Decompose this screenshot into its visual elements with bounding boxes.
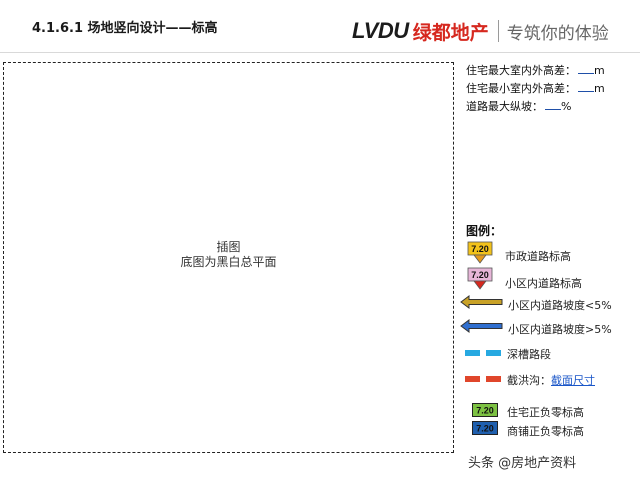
placeholder-line-1: 插图 — [216, 240, 241, 254]
spec-unit: m — [594, 64, 605, 77]
spec-blank-field — [578, 73, 594, 74]
spec-unit: % — [561, 100, 572, 113]
legend-label-deep-trench: 深槽路段 — [507, 348, 551, 361]
cyan-dash-line-icon — [465, 350, 501, 356]
brand-logo: LVDU 绿都地产 专筑你的体验 — [352, 18, 609, 44]
spec-max-height-diff: 住宅最大室内外高差： m — [466, 62, 605, 78]
spec-label: 住宅最大室内外高差： — [466, 64, 576, 77]
legend-label-residential-zero: 住宅正负零标高 — [507, 406, 584, 419]
illustration-placeholder-text: 插图 底图为黑白总平面 — [3, 240, 454, 270]
blue-zero-badge-icon: 7.20 — [472, 421, 498, 435]
red-dash-line-icon — [465, 376, 501, 382]
legend-label-slope-over-5: 小区内道路坡度>5% — [508, 323, 612, 336]
legend-label-internal-road: 小区内道路标高 — [505, 277, 582, 290]
legend-label-municipal-road: 市政道路标高 — [505, 250, 571, 263]
legend-title: 图例： — [466, 224, 503, 238]
logo-divider — [497, 20, 499, 42]
header-divider — [0, 52, 640, 53]
watermark: 头条 @房地产资料 — [468, 456, 577, 471]
spec-max-road-slope: 道路最大纵坡：% — [466, 98, 571, 114]
placeholder-line-2: 底图为黑白总平面 — [180, 255, 277, 269]
illustration-placeholder-frame — [3, 62, 454, 453]
spec-blank-field — [578, 91, 594, 92]
spec-label: 住宅最小室内外高差： — [466, 82, 576, 95]
page-title: 4.1.6.1 场地竖向设计——标高 — [32, 21, 218, 36]
blue-slope-arrow-icon — [460, 319, 503, 333]
zero-badge-text: 7.20 — [476, 424, 494, 434]
section-size-link[interactable]: 截面尺寸 — [551, 374, 595, 387]
spec-blank-field — [545, 109, 561, 110]
pink-elevation-marker-icon: 7.20 — [467, 267, 493, 290]
spec-min-height-diff: 住宅最小室内外高差： m — [466, 80, 605, 96]
marker-badge-text: 7.20 — [471, 270, 489, 280]
brand-logo-latin: LVDU — [352, 18, 409, 43]
brand-slogan: 专筑你的体验 — [506, 23, 609, 44]
marker-badge-text: 7.20 — [471, 244, 489, 254]
green-zero-badge-icon: 7.20 — [472, 403, 498, 417]
legend-label-shop-zero: 商铺正负零标高 — [507, 425, 584, 438]
yellow-elevation-marker-icon: 7.20 — [467, 241, 493, 264]
spec-unit: m — [594, 82, 605, 95]
legend-label-slope-under-5: 小区内道路坡度<5% — [508, 299, 612, 312]
flood-ditch-prefix: 截洪沟： — [507, 374, 551, 387]
spec-label: 道路最大纵坡： — [466, 100, 543, 113]
zero-badge-text: 7.20 — [476, 406, 494, 416]
gold-slope-arrow-icon — [460, 295, 503, 309]
legend-label-flood-ditch: 截洪沟：截面尺寸 — [507, 372, 595, 388]
brand-logo-chinese: 绿都地产 — [412, 21, 489, 44]
